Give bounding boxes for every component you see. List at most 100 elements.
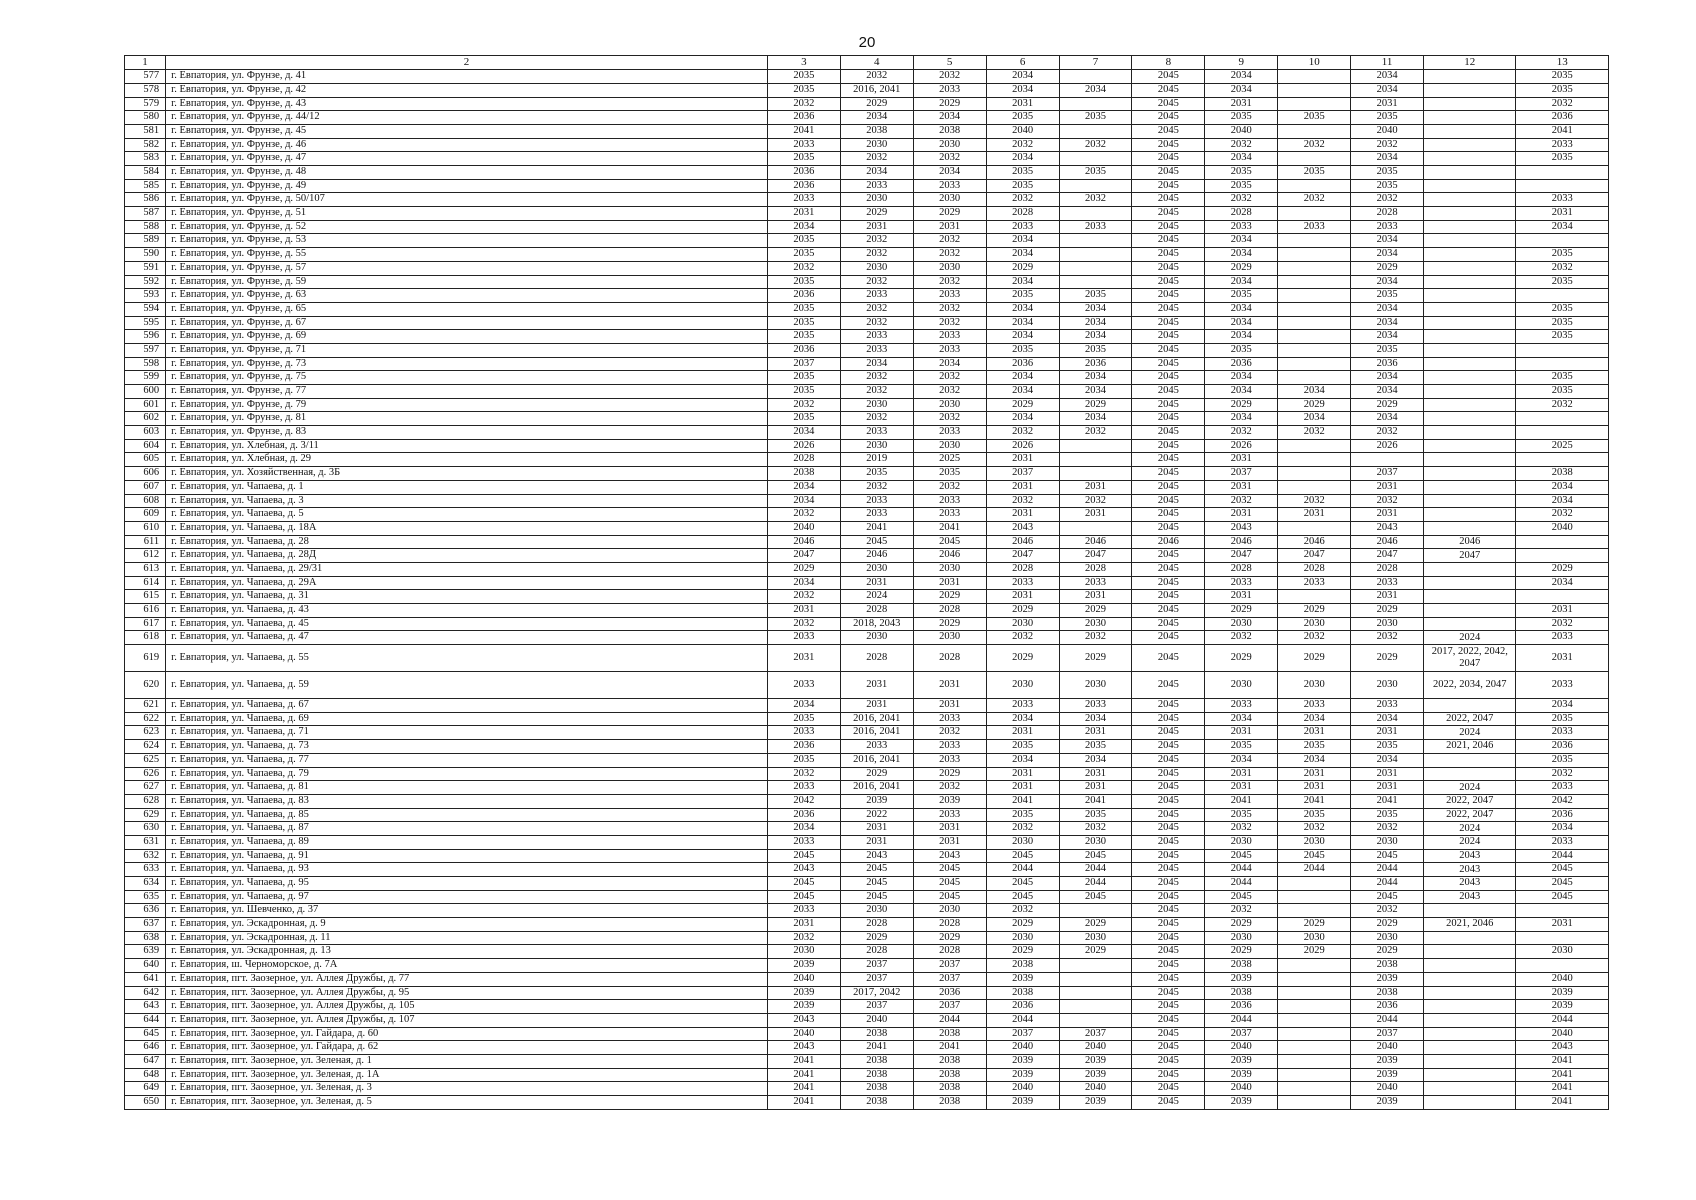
year-cell: 2030 [985, 930, 1060, 946]
year-cell: 2045 [912, 862, 987, 877]
year-cell: 2047 [1423, 548, 1517, 563]
year-cell: 2033 [912, 342, 987, 358]
year-cell: 2036 [985, 356, 1060, 372]
year-cell: 2035 [766, 82, 841, 98]
row-number-cell: 618 [123, 630, 167, 646]
year-cell: 2045 [1131, 370, 1206, 385]
year-cell: 2035 [766, 274, 841, 290]
year-cell [1423, 698, 1517, 713]
year-cell: 2034 [1350, 411, 1425, 427]
year-cell [1277, 1081, 1352, 1096]
address-cell: г. Евпатория, ул. Фрунзе, д. 79 [165, 397, 768, 413]
year-cell: 2034 [766, 219, 841, 235]
year-cell: 2046 [839, 548, 914, 563]
year-cell: 2034 [985, 329, 1060, 344]
address-cell: г. Евпатория, ул. Фрунзе, д. 46 [165, 137, 768, 153]
row-number-cell: 582 [123, 137, 167, 153]
year-cell: 2033 [839, 178, 914, 194]
year-cell: 2034 [985, 82, 1060, 98]
year-cell: 2025 [1515, 438, 1609, 454]
year-cell: 2033 [839, 507, 914, 522]
year-cell: 2034 [1058, 752, 1133, 768]
year-cell: 2035 [1515, 711, 1609, 727]
year-cell [1515, 178, 1609, 194]
year-cell: 2033 [1515, 630, 1609, 646]
address-cell: г. Евпатория, ул. Чапаева, д. 77 [165, 752, 768, 768]
address-cell: г. Евпатория, пгт. Заозерное, ул. Зелена… [165, 1081, 768, 1096]
row-number-cell: 627 [123, 780, 167, 795]
column-header: 10 [1277, 54, 1352, 71]
year-cell: 2028 [912, 603, 987, 618]
year-cell: 2031 [985, 780, 1060, 795]
year-cell: 2034 [1058, 411, 1133, 427]
year-cell: 2044 [1277, 862, 1352, 877]
year-cell: 2038 [766, 466, 841, 481]
year-cell [1058, 438, 1133, 454]
year-cell: 2038 [912, 123, 987, 139]
year-cell: 2034 [1204, 151, 1279, 166]
year-cell: 2031 [985, 507, 1060, 522]
year-cell: 2046 [1350, 534, 1425, 550]
year-cell [1423, 1026, 1517, 1042]
year-cell [1058, 985, 1133, 1001]
year-cell: 2039 [1515, 999, 1609, 1014]
year-cell: 2034 [1350, 315, 1425, 331]
year-cell: 2031 [985, 589, 1060, 604]
year-cell: 2034 [1350, 247, 1425, 262]
year-cell: 2040 [1350, 1040, 1425, 1055]
year-cell: 2033 [1277, 698, 1352, 713]
year-cell: 2036 [1515, 110, 1609, 125]
year-cell: 2033 [766, 137, 841, 153]
year-cell: 2032 [839, 69, 914, 84]
year-cell: 2031 [1350, 479, 1425, 495]
year-cell: 2045 [1515, 876, 1609, 891]
address-cell: г. Евпатория, ул. Фрунзе, д. 47 [165, 151, 768, 166]
year-cell: 2045 [1131, 1095, 1206, 1110]
year-cell: 2032 [912, 370, 987, 385]
year-cell: 2035 [766, 151, 841, 166]
address-cell: г. Евпатория, ул. Чапаева, д. 5 [165, 507, 768, 522]
year-cell: 2030 [839, 630, 914, 646]
year-cell [1515, 356, 1609, 372]
row-number-cell: 629 [123, 807, 167, 823]
year-cell: 2039 [1204, 971, 1279, 987]
address-cell: г. Евпатория, ул. Чапаева, д. 87 [165, 821, 768, 836]
year-cell: 2044 [912, 1012, 987, 1028]
year-cell: 2031 [766, 917, 841, 932]
year-cell: 2024 [1423, 780, 1517, 795]
year-cell: 2030 [1350, 930, 1425, 946]
year-cell: 2035 [1350, 342, 1425, 358]
row-number-cell: 648 [123, 1067, 167, 1083]
year-cell: 2036 [766, 288, 841, 303]
year-cell: 2045 [1131, 766, 1206, 782]
year-cell: 2029 [839, 766, 914, 782]
year-cell: 2039 [766, 985, 841, 1001]
year-cell: 2028 [1204, 561, 1279, 577]
year-cell: 2034 [1204, 247, 1279, 262]
year-cell: 2044 [1204, 862, 1279, 877]
year-cell: 2034 [1058, 711, 1133, 727]
year-cell: 2035 [985, 807, 1060, 823]
column-header: 8 [1131, 54, 1206, 71]
column-header: 11 [1350, 54, 1425, 71]
year-cell: 2041 [766, 1053, 841, 1069]
year-cell: 2034 [1350, 329, 1425, 344]
year-cell: 2044 [1204, 876, 1279, 891]
year-cell [1423, 178, 1517, 194]
year-cell: 2034 [1204, 752, 1279, 768]
year-cell: 2035 [1204, 165, 1279, 180]
year-cell: 2035 [1058, 739, 1133, 754]
year-cell: 2040 [839, 1012, 914, 1028]
year-cell: 2045 [1131, 192, 1206, 208]
year-cell: 2033 [1515, 780, 1609, 795]
address-cell: г. Евпатория, ул. Чапаева, д. 83 [165, 793, 768, 809]
year-cell: 2046 [912, 548, 987, 563]
year-cell: 2045 [1131, 630, 1206, 646]
row-number-cell: 602 [123, 411, 167, 427]
